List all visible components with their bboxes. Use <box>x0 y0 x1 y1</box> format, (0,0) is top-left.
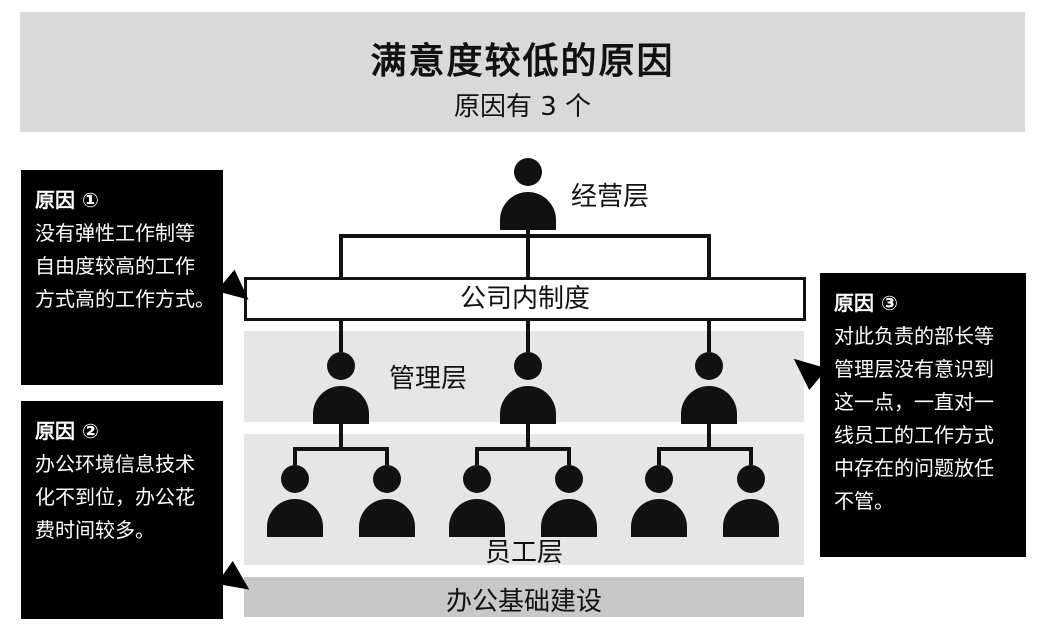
reason-text: 中存在的问题放任 <box>834 456 994 480</box>
reason-text: 方式高的工作方式。 <box>35 287 215 311</box>
company-system-box: 公司内制度 <box>244 277 806 321</box>
connector-line <box>339 410 343 450</box>
connector-line <box>657 447 661 465</box>
reason-1-callout: 原因 ① 没有弹性工作制等 自由度较高的工作 方式高的工作方式。 <box>21 170 223 385</box>
person-icon <box>537 465 601 537</box>
reason-text: 费时间较多。 <box>35 518 155 542</box>
connector-line <box>339 234 711 238</box>
staff-layer-label: 员工层 <box>484 538 563 568</box>
connector-line <box>339 318 343 352</box>
connector-line <box>707 410 711 450</box>
reason-title: 原因 ② <box>35 419 99 443</box>
person-icon <box>627 465 691 537</box>
reason-text: 管理层没有意识到 <box>834 357 994 381</box>
reason-2-callout: 原因 ② 办公环境信息技术 化不到位，办公花 费时间较多。 <box>21 401 223 619</box>
connector-line <box>526 318 530 352</box>
page-subtitle: 原因有 3 个 <box>453 92 592 122</box>
person-icon <box>355 465 419 537</box>
reason-text: 化不到位，办公花 <box>35 485 195 509</box>
reason-text: 不管。 <box>834 489 894 513</box>
person-icon <box>309 352 373 424</box>
header-banner: 满意度较低的原因 原因有 3 个 <box>20 12 1025 132</box>
connector-line <box>293 447 389 451</box>
connector-line <box>475 447 571 451</box>
connector-line <box>385 447 389 465</box>
person-icon <box>719 465 783 537</box>
connector-line <box>293 447 297 465</box>
connector-line <box>567 447 571 465</box>
connector-line <box>707 234 711 278</box>
connector-line <box>657 447 753 451</box>
person-icon <box>263 465 327 537</box>
page-title: 满意度较低的原因 <box>370 41 675 82</box>
reason-3-callout: 原因 ③ 对此负责的部长等 管理层没有意识到 这一点，一直对一 线员工的工作方式… <box>820 273 1026 557</box>
executive-layer-label: 经营层 <box>571 182 650 212</box>
connector-line <box>526 410 530 450</box>
infrastructure-layer-label: 办公基础建设 <box>445 587 602 617</box>
connector-line <box>339 234 343 278</box>
person-icon <box>445 465 509 537</box>
staff-band <box>244 434 804 565</box>
management-layer-label: 管理层 <box>389 364 468 394</box>
connector-line <box>749 447 753 465</box>
connector-line <box>526 234 530 278</box>
reason-text: 线员工的工作方式 <box>834 423 994 447</box>
reason-text: 自由度较高的工作 <box>35 254 195 278</box>
reason-title: 原因 ① <box>35 188 99 212</box>
reason-text: 对此负责的部长等 <box>834 324 994 348</box>
person-icon <box>496 158 560 230</box>
reason-text: 办公环境信息技术 <box>35 452 195 476</box>
infrastructure-band <box>244 577 804 617</box>
reason-title: 原因 ③ <box>834 291 898 315</box>
connector-line <box>475 447 479 465</box>
reason-text: 没有弹性工作制等 <box>35 221 195 245</box>
reason-text: 这一点，一直对一 <box>834 390 994 414</box>
person-icon <box>496 352 560 424</box>
person-icon <box>677 352 741 424</box>
connector-line <box>707 318 711 352</box>
